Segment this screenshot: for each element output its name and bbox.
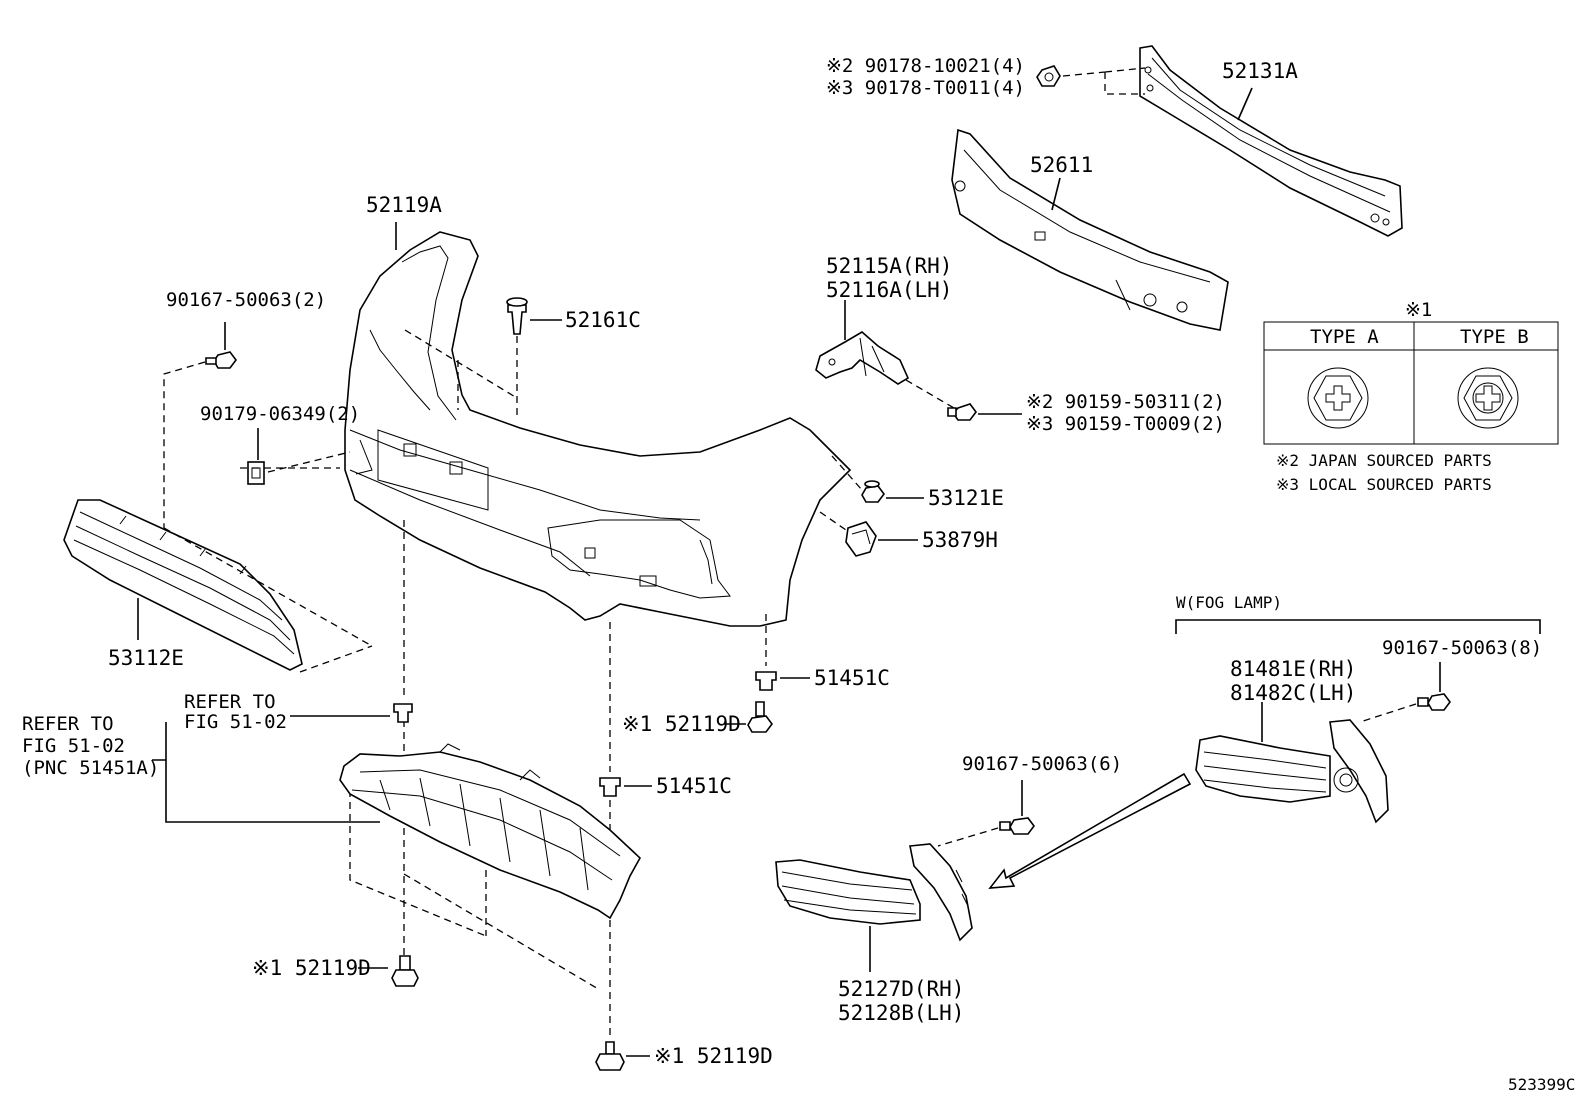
label-52119A: 52119A xyxy=(366,193,442,217)
label-53112E: 53112E xyxy=(108,646,184,670)
bolt-52119D-bottom xyxy=(595,1041,625,1071)
label-53121E: 53121E xyxy=(928,486,1004,510)
refer-outer-line2: FIG 51-02 xyxy=(22,735,125,757)
clip-53121E xyxy=(861,480,885,503)
bolt-90167-fog xyxy=(1417,693,1451,711)
lower-grille-53112E xyxy=(63,499,303,671)
legend-mark: ※1 xyxy=(1405,299,1432,321)
label-52119D-lower-left: ※1 52119D xyxy=(252,956,371,980)
label-90167-2: 90167-50063(2) xyxy=(166,289,326,311)
label-81481E: 81481E(RH) xyxy=(1230,657,1356,681)
label-52119D-bottom: ※1 52119D xyxy=(654,1044,773,1068)
refer-outer-line1: REFER TO xyxy=(22,713,114,735)
bolt-90159 xyxy=(947,403,977,421)
label-51451C-upper: 51451C xyxy=(814,666,890,690)
energy-absorber-52611 xyxy=(951,128,1229,331)
label-52116A: 52116A(LH) xyxy=(826,278,952,302)
label-52128B: 52128B(LH) xyxy=(838,1001,964,1025)
retainer-53879H xyxy=(845,521,877,557)
label-90159-jp: ※2 90159-50311(2) xyxy=(1026,391,1225,413)
refer-inner-line1: REFER TO xyxy=(184,691,276,713)
label-90167-6: 90167-50063(6) xyxy=(962,753,1122,775)
legend-note-japan: ※2 JAPAN SOURCED PARTS xyxy=(1276,451,1492,470)
fog-bezel-81481E-81482C xyxy=(1195,719,1389,824)
label-90159-local: ※3 90159-T0009(2) xyxy=(1026,413,1225,435)
label-90178-jp: ※2 90178-10021(4) xyxy=(826,55,1025,77)
bolt-90167-left xyxy=(205,351,237,369)
bracket-52115A-52116A xyxy=(815,331,910,385)
nut-90178 xyxy=(1036,65,1061,87)
bolt-52119D-lower-left xyxy=(391,955,419,987)
label-53879H: 53879H xyxy=(922,528,998,552)
replacement-arrow xyxy=(988,772,1192,889)
bumper-cover-52119A xyxy=(344,231,852,627)
clip-51451C-lower xyxy=(599,777,621,797)
type-b-fastener-icon xyxy=(1457,367,1519,429)
label-51451C-lower: 51451C xyxy=(656,774,732,798)
label-52127D: 52127D(RH) xyxy=(838,977,964,1001)
fastener-type-legend: ※1 TYPE A TYPE B ※2 JAPAN SOURCED PARTS … xyxy=(1263,299,1559,494)
clip-refer-fig-51-02 xyxy=(393,703,413,723)
label-52161C: 52161C xyxy=(565,308,641,332)
type-a-fastener-icon xyxy=(1307,367,1369,429)
fog-cover-52127D-52128B xyxy=(775,843,973,942)
label-81482C: 81482C(LH) xyxy=(1230,681,1356,705)
refer-inner-line2: FIG 51-02 xyxy=(184,711,287,733)
legend-note-local: ※3 LOCAL SOURCED PARTS xyxy=(1276,475,1492,494)
bolt-90167-cover xyxy=(999,817,1035,835)
legend-type-a: TYPE A xyxy=(1310,326,1379,348)
label-52115A: 52115A(RH) xyxy=(826,254,952,278)
nut-90179 xyxy=(247,461,265,485)
clip-52161C xyxy=(506,297,528,335)
engine-under-cover xyxy=(339,743,642,920)
fog-lamp-label: W(FOG LAMP) xyxy=(1176,593,1282,612)
label-52131A: 52131A xyxy=(1222,59,1298,83)
legend-type-b: TYPE B xyxy=(1460,326,1529,348)
bumper-reinforcement-52131A xyxy=(1139,45,1403,237)
label-52119D-right: ※1 52119D xyxy=(622,712,741,736)
label-90179: 90179-06349(2) xyxy=(200,403,360,425)
label-90178-local: ※3 90178-T0011(4) xyxy=(826,77,1025,99)
clip-51451C-upper xyxy=(755,671,777,691)
diagram-id: 523399C xyxy=(1508,1075,1575,1094)
refer-outer-line3: (PNC 51451A) xyxy=(22,757,159,779)
label-90167-8: 90167-50063(8) xyxy=(1382,637,1542,659)
label-52611: 52611 xyxy=(1030,153,1093,177)
bolt-52119D-right xyxy=(747,701,773,733)
